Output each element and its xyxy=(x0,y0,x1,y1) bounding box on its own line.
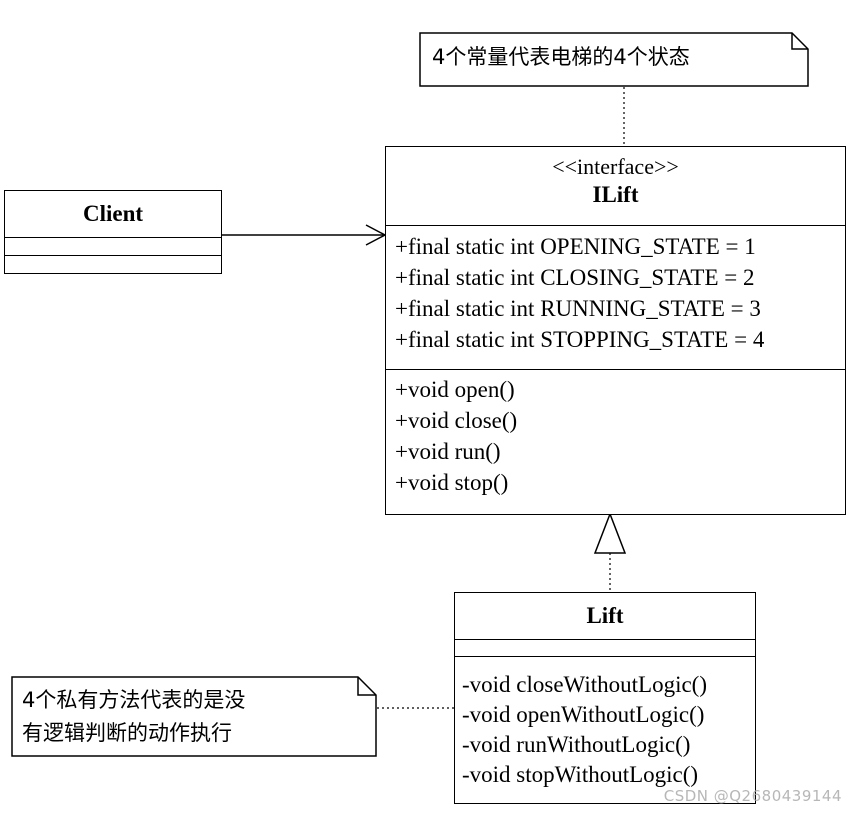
watermark: CSDN @Q2680439144 xyxy=(663,787,842,805)
bottom-note-line-1: 4个私有方法代表的是没 xyxy=(22,688,246,712)
ilift-methods: +void open() +void close() +void run() +… xyxy=(386,374,517,498)
lift-divider-2 xyxy=(455,656,755,657)
bottom-note: 4个私有方法代表的是没 有逻辑判断的动作执行 xyxy=(22,684,245,750)
top-note: 4个常量代表电梯的4个状态 xyxy=(432,41,690,71)
client-divider-1 xyxy=(5,237,221,238)
ilift-attributes: +final static int OPENING_STATE = 1 +fin… xyxy=(386,231,764,355)
ilift-method-stop: +void stop() xyxy=(395,470,509,495)
top-note-text: 4个常量代表电梯的4个状态 xyxy=(432,45,690,69)
ilift-attribute-stopping: +final static int STOPPING_STATE = 4 xyxy=(395,327,765,352)
bottom-note-line-2: 有逻辑判断的动作执行 xyxy=(22,721,232,745)
ilift-divider-2 xyxy=(386,369,845,370)
bottom-note-fold xyxy=(357,677,376,696)
lift-methods: -void closeWithoutLogic() -void openWith… xyxy=(453,670,707,790)
lift-method-run: -void runWithoutLogic() xyxy=(462,732,691,757)
client-class-name: Client xyxy=(82,201,144,226)
ilift-interface: <<interface>> ILift +final static int OP… xyxy=(385,146,846,515)
bottom-note-outline xyxy=(11,676,377,757)
client-divider-2 xyxy=(5,255,221,256)
ilift-method-close: +void close() xyxy=(395,408,518,433)
top-note-fold xyxy=(791,33,808,50)
ilift-attribute-opening: +final static int OPENING_STATE = 1 xyxy=(395,234,756,259)
lift-class-name: Lift xyxy=(586,603,624,628)
lift-method-open: -void openWithoutLogic() xyxy=(462,702,705,727)
ilift-divider-1 xyxy=(386,225,845,226)
lift-divider-1 xyxy=(455,639,755,640)
ilift-attribute-running: +final static int RUNNING_STATE = 3 xyxy=(395,296,761,321)
realization-triangle xyxy=(593,511,627,554)
client-class: Client xyxy=(4,190,222,274)
ilift-name: ILift xyxy=(592,182,639,207)
ilift-stereotype: <<interface>> xyxy=(552,154,679,179)
lift-method-stop: -void stopWithoutLogic() xyxy=(462,762,699,787)
ilift-attribute-closing: +final static int CLOSING_STATE = 2 xyxy=(395,265,755,290)
lift-method-close: -void closeWithoutLogic() xyxy=(462,672,707,697)
lift-class: Lift -void closeWithoutLogic() -void ope… xyxy=(454,592,756,804)
ilift-method-run: +void run() xyxy=(395,439,501,464)
ilift-method-open: +void open() xyxy=(395,377,515,402)
top-note-outline xyxy=(419,32,809,87)
